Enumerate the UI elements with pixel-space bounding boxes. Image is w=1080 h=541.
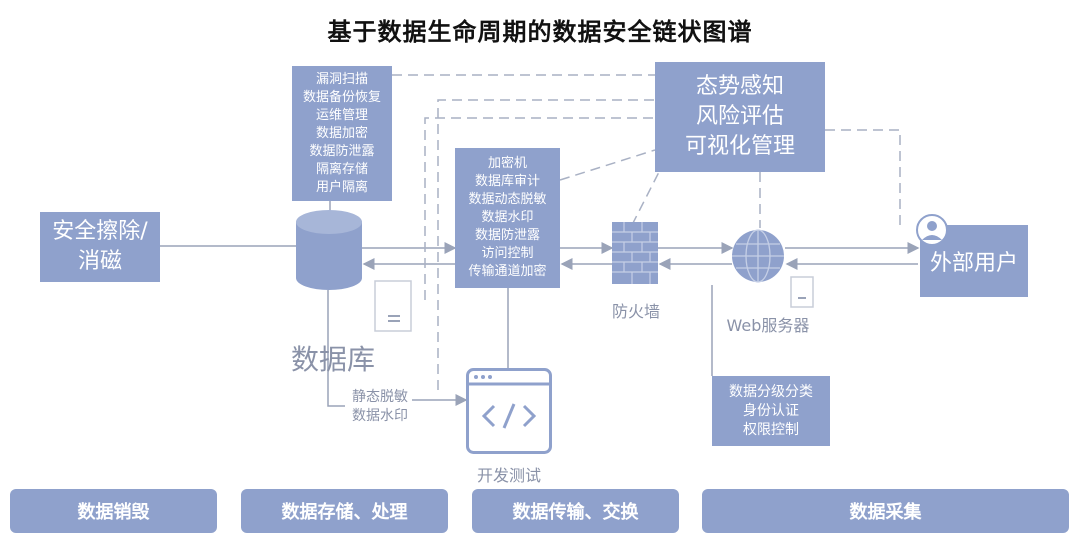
secure-erase-line2: 消磁	[77, 249, 122, 274]
user-icon	[916, 214, 948, 246]
control-item: 漏洞扫描	[315, 71, 368, 87]
situational-item: 态势感知	[695, 74, 784, 99]
stage-collection: 数据采集	[702, 489, 1069, 533]
document-icon	[374, 280, 412, 332]
line-db-static	[327, 290, 345, 407]
firewall-icon	[612, 222, 658, 284]
stage-destroy: 数据销毁	[10, 489, 217, 533]
firewall-label: 防火墙	[611, 302, 660, 321]
database-label: 数据库	[290, 343, 375, 376]
database-icon	[296, 210, 362, 290]
code-window-icon	[466, 368, 552, 454]
document-icon	[790, 276, 814, 308]
stage-storage-processing: 数据存储、处理	[241, 489, 448, 533]
secure-erase-line1: 安全擦除/	[52, 219, 148, 244]
diagram-title: 基于数据生命周期的数据安全链状图谱	[327, 17, 753, 46]
control-item: 数据动态脱敏	[468, 192, 547, 207]
situational-item: 可视化管理	[684, 134, 795, 159]
transfer-controls-box: 加密机 数据库审计 数据动态脱敏 数据水印 数据防泄露 访问控制 传输通道加密	[455, 148, 560, 288]
collection-controls-box: 数据分级分类 身份认证 权限控制	[712, 376, 830, 446]
control-item: 运维管理	[315, 107, 368, 123]
control-item: 数据防泄露	[474, 228, 540, 243]
situational-item: 风险评估	[695, 104, 784, 129]
situational-box: 态势感知 风险评估 可视化管理	[655, 62, 825, 172]
dev-test-label: 开发测试	[476, 466, 541, 485]
web-server-label: Web服务器	[726, 316, 810, 335]
external-user-label: 外部用户	[929, 251, 1018, 276]
control-item: 用户隔离	[315, 179, 368, 195]
control-item: 数据备份恢复	[302, 89, 381, 105]
control-item: 数据防泄露	[309, 143, 375, 159]
control-item: 加密机	[487, 156, 527, 171]
secure-erase-box: 安全擦除/ 消磁	[40, 212, 160, 282]
globe-icon	[732, 229, 784, 283]
control-item: 身份认证	[743, 402, 799, 419]
control-item: 权限控制	[743, 421, 799, 438]
control-item: 数据水印	[481, 210, 534, 225]
dev-control-item: 数据水印	[352, 408, 408, 424]
control-item: 数据分级分类	[729, 383, 813, 400]
control-item: 数据加密	[315, 125, 368, 141]
dev-controls-text: 静态脱敏 数据水印	[345, 388, 415, 426]
dev-control-item: 静态脱敏	[352, 389, 408, 405]
control-item: 数据库审计	[474, 174, 540, 189]
stage-transfer-exchange: 数据传输、交换	[472, 489, 679, 533]
control-item: 传输通道加密	[468, 264, 547, 279]
storage-controls-box: 漏洞扫描 数据备份恢复 运维管理 数据加密 数据防泄露 隔离存储 用户隔离	[292, 66, 392, 201]
control-item: 访问控制	[481, 246, 534, 261]
control-item: 隔离存储	[315, 161, 368, 177]
